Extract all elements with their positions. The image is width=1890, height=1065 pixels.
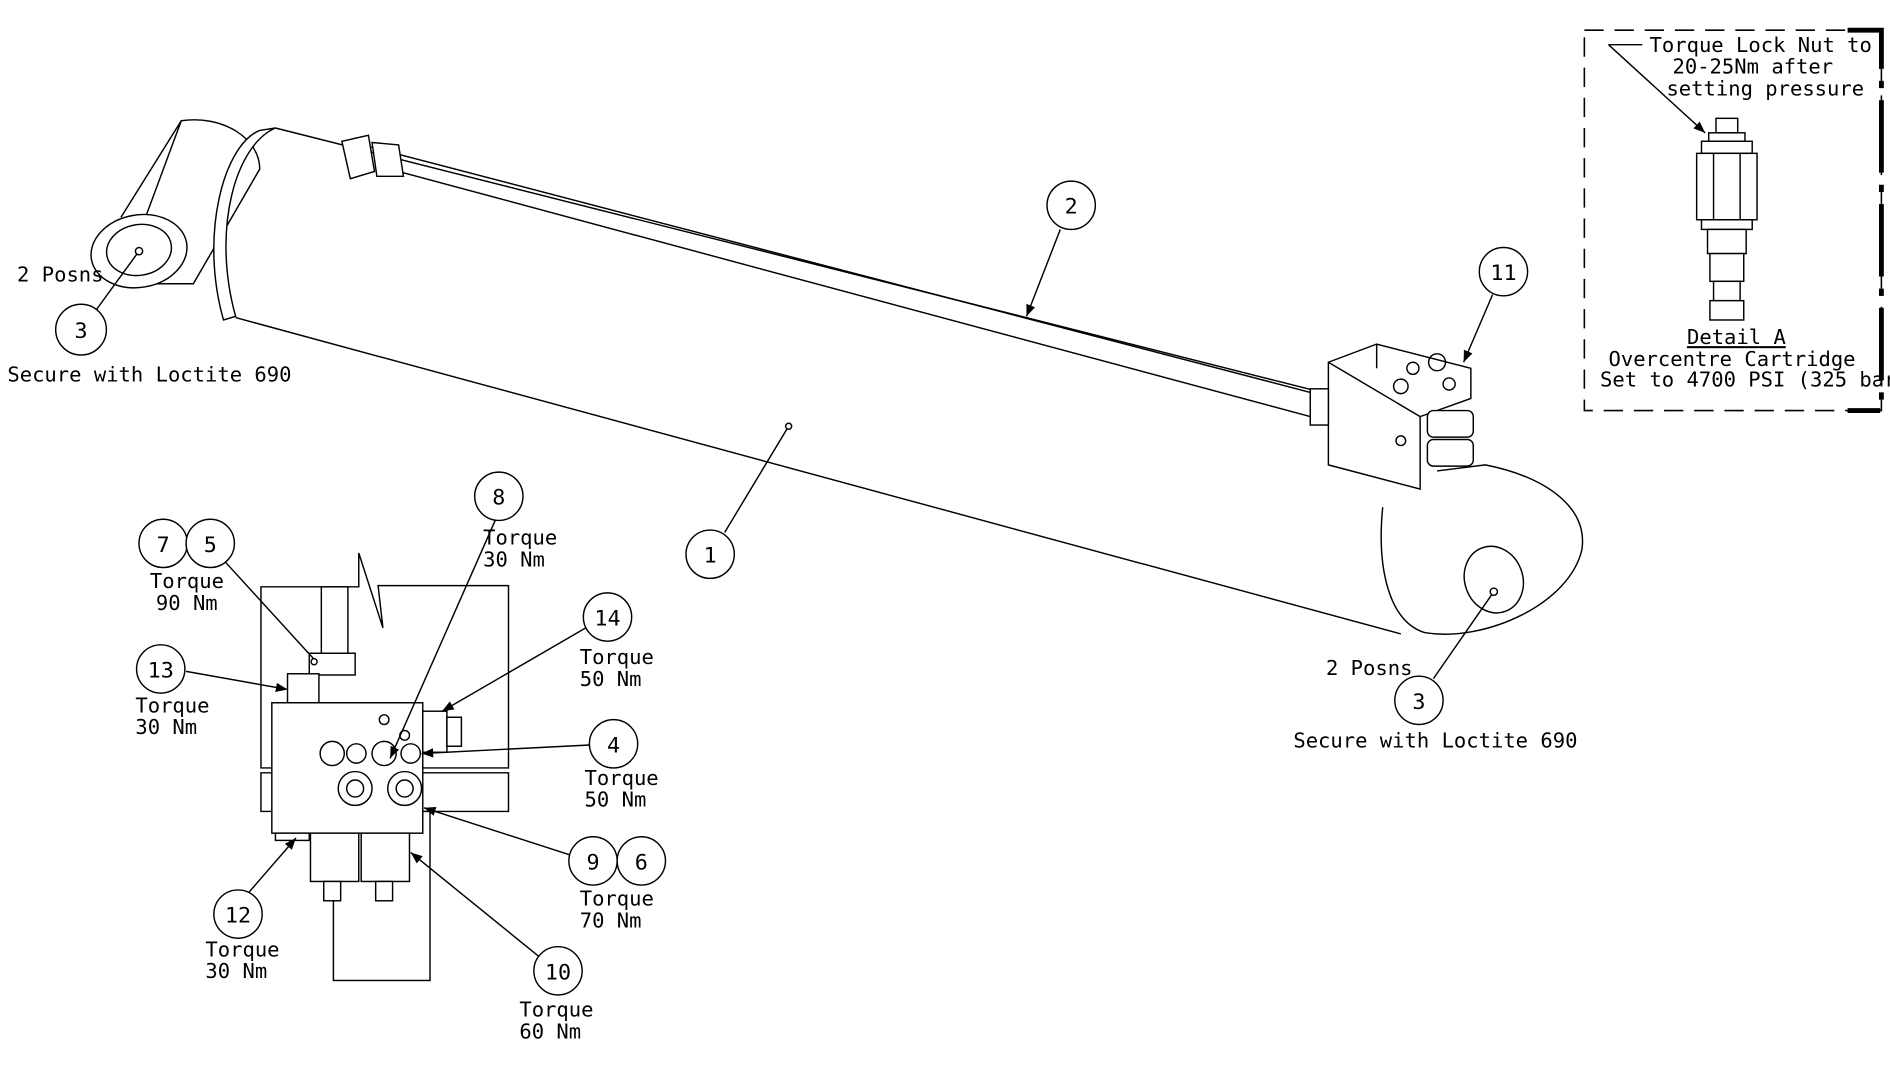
svg-text:Detail A: Detail A: [1687, 325, 1786, 349]
detail-a-box: Torque Lock Nut to 20-25Nm after setting…: [1583, 27, 1890, 413]
torque-label-12: Torque: [205, 937, 279, 961]
torque-label-4: Torque: [585, 766, 659, 790]
right-loctite-note: Secure with Loctite 690: [1293, 728, 1577, 752]
svg-text:6: 6: [635, 850, 648, 875]
torque-value-4: 50 Nm: [585, 788, 647, 812]
svg-text:13: 13: [148, 658, 174, 683]
balloon-2: 2: [1025, 180, 1097, 317]
balloon-1: 1: [685, 422, 793, 580]
balloon-5: 5: [185, 518, 318, 666]
svg-text:3: 3: [75, 319, 88, 344]
balloon-4: 4: [421, 718, 639, 769]
balloon-3-left: 3: [54, 246, 144, 356]
svg-text:2: 2: [1065, 195, 1078, 220]
torque-value-6-9: 70 Nm: [580, 908, 642, 932]
torque-value-14: 50 Nm: [580, 667, 642, 691]
torque-value-5-7: 90 Nm: [156, 591, 218, 615]
svg-text:Torque Lock Nut to: Torque Lock Nut to: [1650, 33, 1872, 57]
svg-text:Overcentre Cartridge: Overcentre Cartridge: [1609, 347, 1856, 371]
right-posns-note: 2 Posns: [1326, 656, 1412, 680]
torque-label-8: Torque: [483, 526, 557, 550]
overcentre-cartridge: [1695, 117, 1758, 321]
svg-text:10: 10: [545, 960, 571, 985]
left-loctite-note: Secure with Loctite 690: [7, 363, 291, 387]
svg-text:1: 1: [704, 544, 717, 569]
balloon-12: 12: [213, 837, 297, 939]
balloon-11: 11: [1462, 246, 1529, 363]
torque-label-5-7: Torque: [150, 569, 224, 593]
left-posns-note: 2 Posns: [17, 262, 103, 286]
svg-text:11: 11: [1490, 261, 1516, 286]
balloon-14: 14: [441, 592, 633, 712]
svg-text:7: 7: [157, 533, 170, 558]
svg-text:12: 12: [225, 904, 251, 929]
torque-value-13: 30 Nm: [135, 715, 197, 739]
torque-label-6-9: Torque: [580, 887, 654, 911]
balloon-3-right: 3: [1394, 587, 1499, 726]
balloon-6: 6: [616, 836, 667, 886]
balloon-8: 8: [389, 471, 524, 759]
balloon-10: 10: [410, 851, 583, 996]
cylinder-body: [90, 119, 1584, 635]
balloon-13: 13: [135, 644, 288, 694]
svg-text:3: 3: [1412, 690, 1425, 715]
svg-text:20-25Nm after: 20-25Nm after: [1673, 55, 1834, 79]
torque-label-14: Torque: [580, 645, 654, 669]
torque-value-12: 30 Nm: [205, 959, 267, 983]
svg-text:setting pressure: setting pressure: [1666, 76, 1864, 100]
svg-text:5: 5: [204, 533, 217, 558]
svg-text:Set to 4700 PSI (325 bar): Set to 4700 PSI (325 bar): [1600, 367, 1890, 391]
torque-label-13: Torque: [135, 693, 209, 717]
balloon-7: 7: [138, 518, 189, 569]
torque-label-10: Torque: [519, 998, 593, 1022]
torque-value-10: 60 Nm: [519, 1019, 581, 1043]
svg-text:14: 14: [594, 606, 620, 631]
svg-text:8: 8: [492, 486, 505, 511]
valve-block-detail: [260, 552, 510, 982]
balloon-9: 9: [423, 806, 618, 886]
svg-text:4: 4: [607, 733, 620, 758]
svg-text:9: 9: [586, 850, 599, 875]
torque-value-8: 30 Nm: [483, 547, 545, 571]
